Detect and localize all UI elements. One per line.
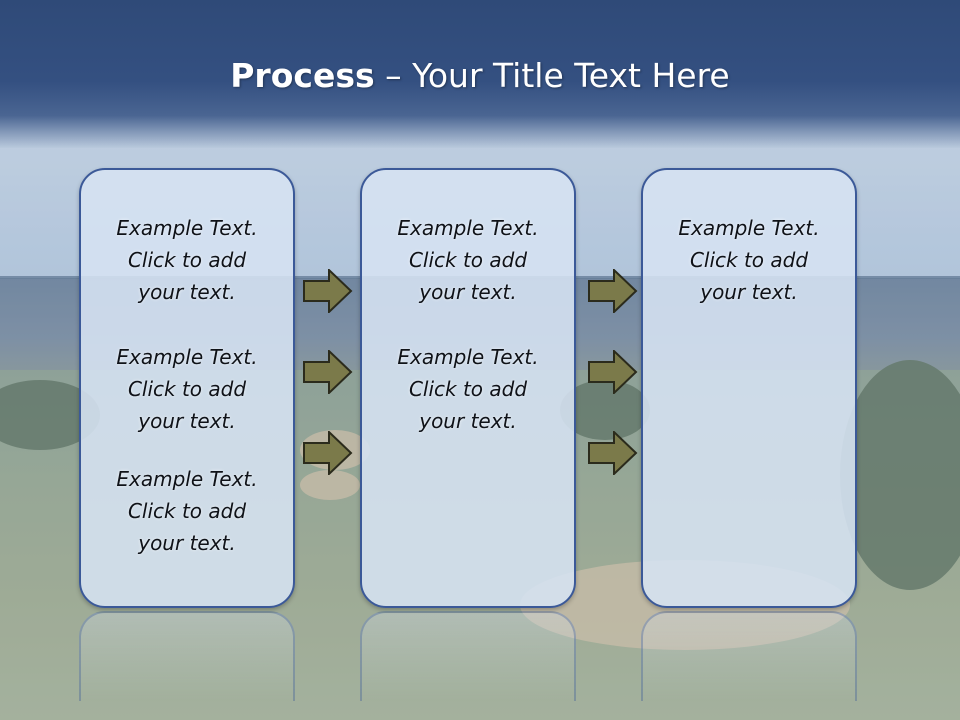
text-block[interactable]: Example Text. Click to add your text. bbox=[81, 463, 293, 559]
tree bbox=[840, 360, 960, 590]
title-rest-text: – Your Title Text Here bbox=[374, 56, 730, 95]
text-block[interactable]: Example Text. Click to add your text. bbox=[81, 212, 293, 308]
text-line: Example Text. bbox=[397, 345, 539, 369]
text-line: Example Text. bbox=[678, 216, 820, 240]
right-arrow-icon[interactable] bbox=[588, 350, 638, 394]
text-line: your text. bbox=[419, 280, 517, 304]
process-box-1-reflection bbox=[79, 611, 295, 701]
text-block[interactable]: Example Text. Click to add your text. bbox=[643, 212, 855, 308]
process-box-3-reflection bbox=[641, 611, 857, 701]
process-box-2[interactable]: Example Text. Click to add your text. Ex… bbox=[360, 168, 576, 608]
text-line: Click to add bbox=[127, 377, 247, 401]
text-block[interactable]: Example Text. Click to add your text. bbox=[362, 341, 574, 437]
text-line: your text. bbox=[138, 409, 236, 433]
text-block[interactable]: Example Text. Click to add your text. bbox=[81, 341, 293, 437]
right-arrow-icon[interactable] bbox=[303, 431, 353, 475]
text-line: your text. bbox=[419, 409, 517, 433]
text-line: your text. bbox=[138, 531, 236, 555]
text-line: your text. bbox=[138, 280, 236, 304]
process-box-1[interactable]: Example Text. Click to add your text. Ex… bbox=[79, 168, 295, 608]
right-arrow-icon[interactable] bbox=[588, 431, 638, 475]
title-bold-text: Process bbox=[230, 56, 375, 95]
slide-title[interactable]: Process – Your Title Text Here bbox=[0, 52, 960, 100]
text-line: Click to add bbox=[689, 248, 809, 272]
text-line: Example Text. bbox=[116, 467, 258, 491]
right-arrow-icon[interactable] bbox=[303, 269, 353, 313]
text-line: Click to add bbox=[127, 499, 247, 523]
text-line: Example Text. bbox=[116, 216, 258, 240]
right-arrow-icon[interactable] bbox=[303, 350, 353, 394]
sand-bunker bbox=[300, 470, 360, 500]
title-bar: Process – Your Title Text Here bbox=[0, 0, 960, 148]
text-line: Click to add bbox=[408, 377, 528, 401]
process-box-2-reflection bbox=[360, 611, 576, 701]
text-line: your text. bbox=[700, 280, 798, 304]
right-arrow-icon[interactable] bbox=[588, 269, 638, 313]
text-line: Example Text. bbox=[116, 345, 258, 369]
text-line: Example Text. bbox=[397, 216, 539, 240]
text-block[interactable]: Example Text. Click to add your text. bbox=[362, 212, 574, 308]
text-line: Click to add bbox=[408, 248, 528, 272]
process-box-3[interactable]: Example Text. Click to add your text. bbox=[641, 168, 857, 608]
text-line: Click to add bbox=[127, 248, 247, 272]
